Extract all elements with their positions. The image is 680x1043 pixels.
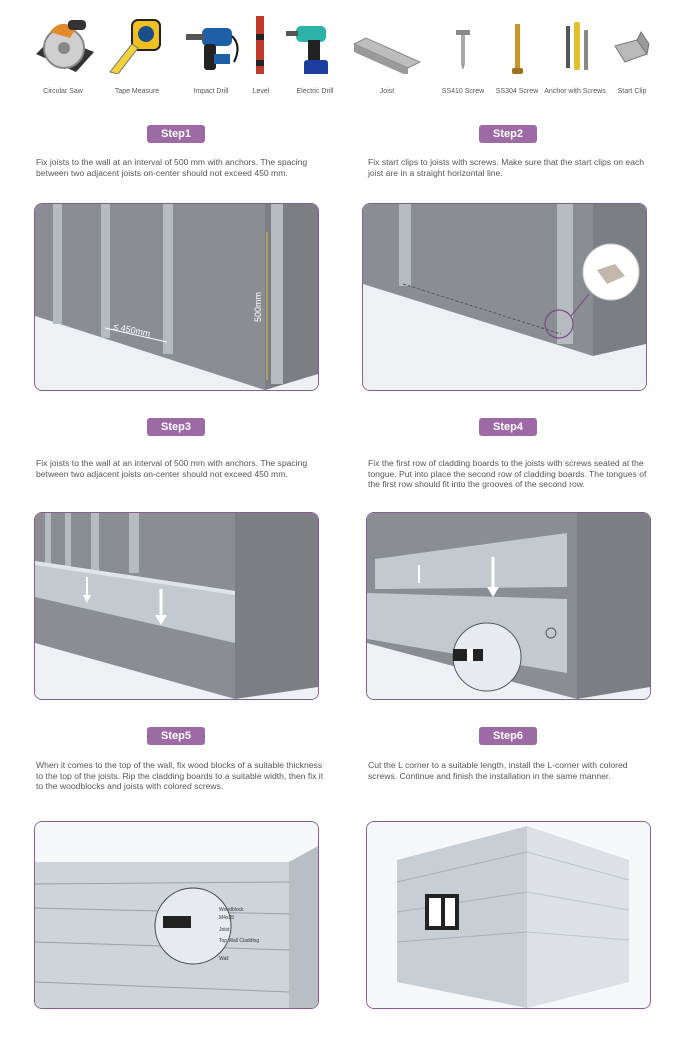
- step5-description: When it comes to the top of the wall, fi…: [36, 760, 324, 792]
- impact-drill-icon: [186, 28, 239, 70]
- start-clip-icon: [614, 31, 650, 63]
- callout-top-wall-cladding: Top Wall Cladding: [219, 938, 259, 944]
- step4-badge: Step4: [479, 418, 537, 436]
- step6-badge: Step6: [479, 727, 537, 745]
- tool-label: SS304 Screw: [495, 88, 539, 95]
- callout-woodblock: Woodblock: [219, 907, 244, 913]
- tool-joist: Joist: [352, 0, 422, 110]
- tape-measure-icon: [109, 19, 161, 74]
- joist-icon: [352, 37, 422, 74]
- circular-saw-icon: [36, 20, 94, 72]
- tool-label: Level: [252, 88, 270, 95]
- tool-start-clip: Start Clip: [597, 0, 667, 110]
- tool-label: Electric Drill: [296, 88, 334, 95]
- callout-joist: Joist: [219, 927, 230, 933]
- tool-label: Circular Saw: [43, 88, 83, 95]
- screw-icon: [456, 30, 470, 70]
- tool-label: Joist: [379, 88, 395, 95]
- tool-ss410-screw: SS410 Screw: [428, 0, 498, 110]
- step1-image: ≤ 450mm 500mm: [34, 203, 319, 391]
- tool-strip: Circular Saw Tape Measure Impact Drill L…: [0, 0, 680, 110]
- tool-label: Start Clip: [617, 88, 647, 95]
- level-icon: [256, 16, 264, 74]
- step3-description: Fix joists to the wall at an interval of…: [36, 458, 308, 479]
- tool-electric-drill: Electric Drill: [280, 0, 350, 110]
- tool-label: SS410 Screw: [441, 88, 485, 95]
- tool-label: Tape Measure: [114, 88, 160, 95]
- callout-wall: Wall: [219, 956, 229, 962]
- tool-label: Impact Drill: [193, 88, 229, 95]
- tool-ss304-screw: SS304 Screw: [482, 0, 552, 110]
- tool-circular-saw: Circular Saw: [28, 0, 98, 110]
- step3-image: [34, 512, 319, 700]
- step5-image: Woodblock M4x35 Joist Top Wall Cladding …: [34, 821, 319, 1009]
- tool-impact-drill: Impact Drill: [176, 0, 246, 110]
- callout-screw: M4x35: [219, 915, 234, 921]
- anchor-icon: [566, 22, 588, 70]
- step5-badge: Step5: [147, 727, 205, 745]
- step1-badge: Step1: [147, 125, 205, 143]
- step2-badge: Step2: [479, 125, 537, 143]
- step2-description: Fix start clips to joists with screws. M…: [368, 157, 645, 178]
- step2-image: [362, 203, 647, 391]
- screw-icon: [512, 24, 523, 74]
- tool-tape-measure: Tape Measure: [102, 0, 172, 110]
- tool-level: Level: [226, 0, 296, 110]
- step6-image: [366, 821, 651, 1009]
- step1-description: Fix joists to the wall at an interval of…: [36, 157, 308, 178]
- step4-description: Fix the first row of cladding boards to …: [368, 458, 647, 490]
- tool-label: Anchor with Screws: [544, 88, 606, 95]
- step4-image: [366, 512, 651, 700]
- electric-drill-icon: [286, 26, 328, 74]
- step6-description: Cut the L corner to a suitable length, i…: [368, 760, 628, 781]
- height-label: 500mm: [253, 292, 263, 322]
- tool-anchor-with-screws: Anchor with Screws: [540, 0, 610, 110]
- step3-badge: Step3: [147, 418, 205, 436]
